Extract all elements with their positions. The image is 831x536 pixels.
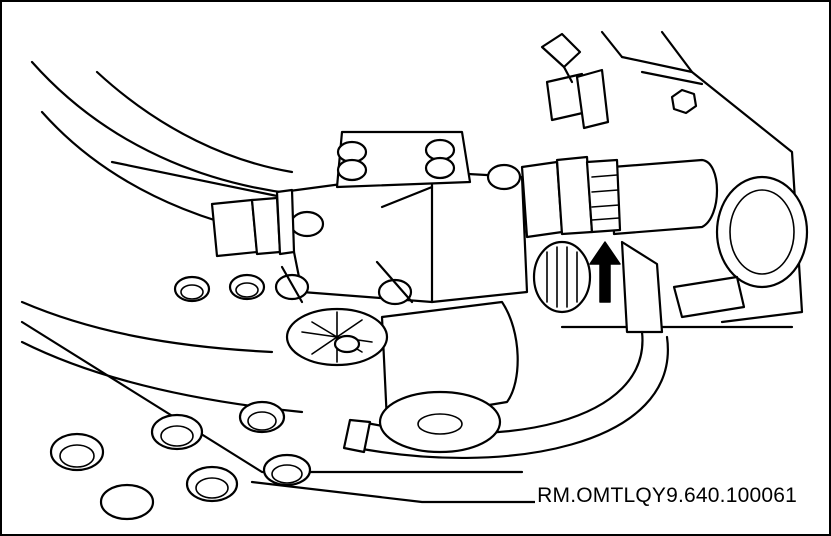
threaded-connector — [520, 155, 622, 239]
gear-wheel — [532, 240, 592, 314]
elbow-fitting — [540, 32, 610, 130]
outlet-pipe — [610, 158, 719, 334]
valve-block — [274, 130, 529, 306]
solenoid-coil — [378, 300, 519, 454]
fan-wheel — [285, 307, 389, 367]
reference-code: RM.OMTLQY9.640.100061 — [535, 484, 799, 508]
plate-holes — [49, 273, 312, 521]
inlet-fitting — [210, 188, 296, 258]
up-arrow-icon — [589, 241, 621, 303]
right-housing — [600, 30, 809, 324]
